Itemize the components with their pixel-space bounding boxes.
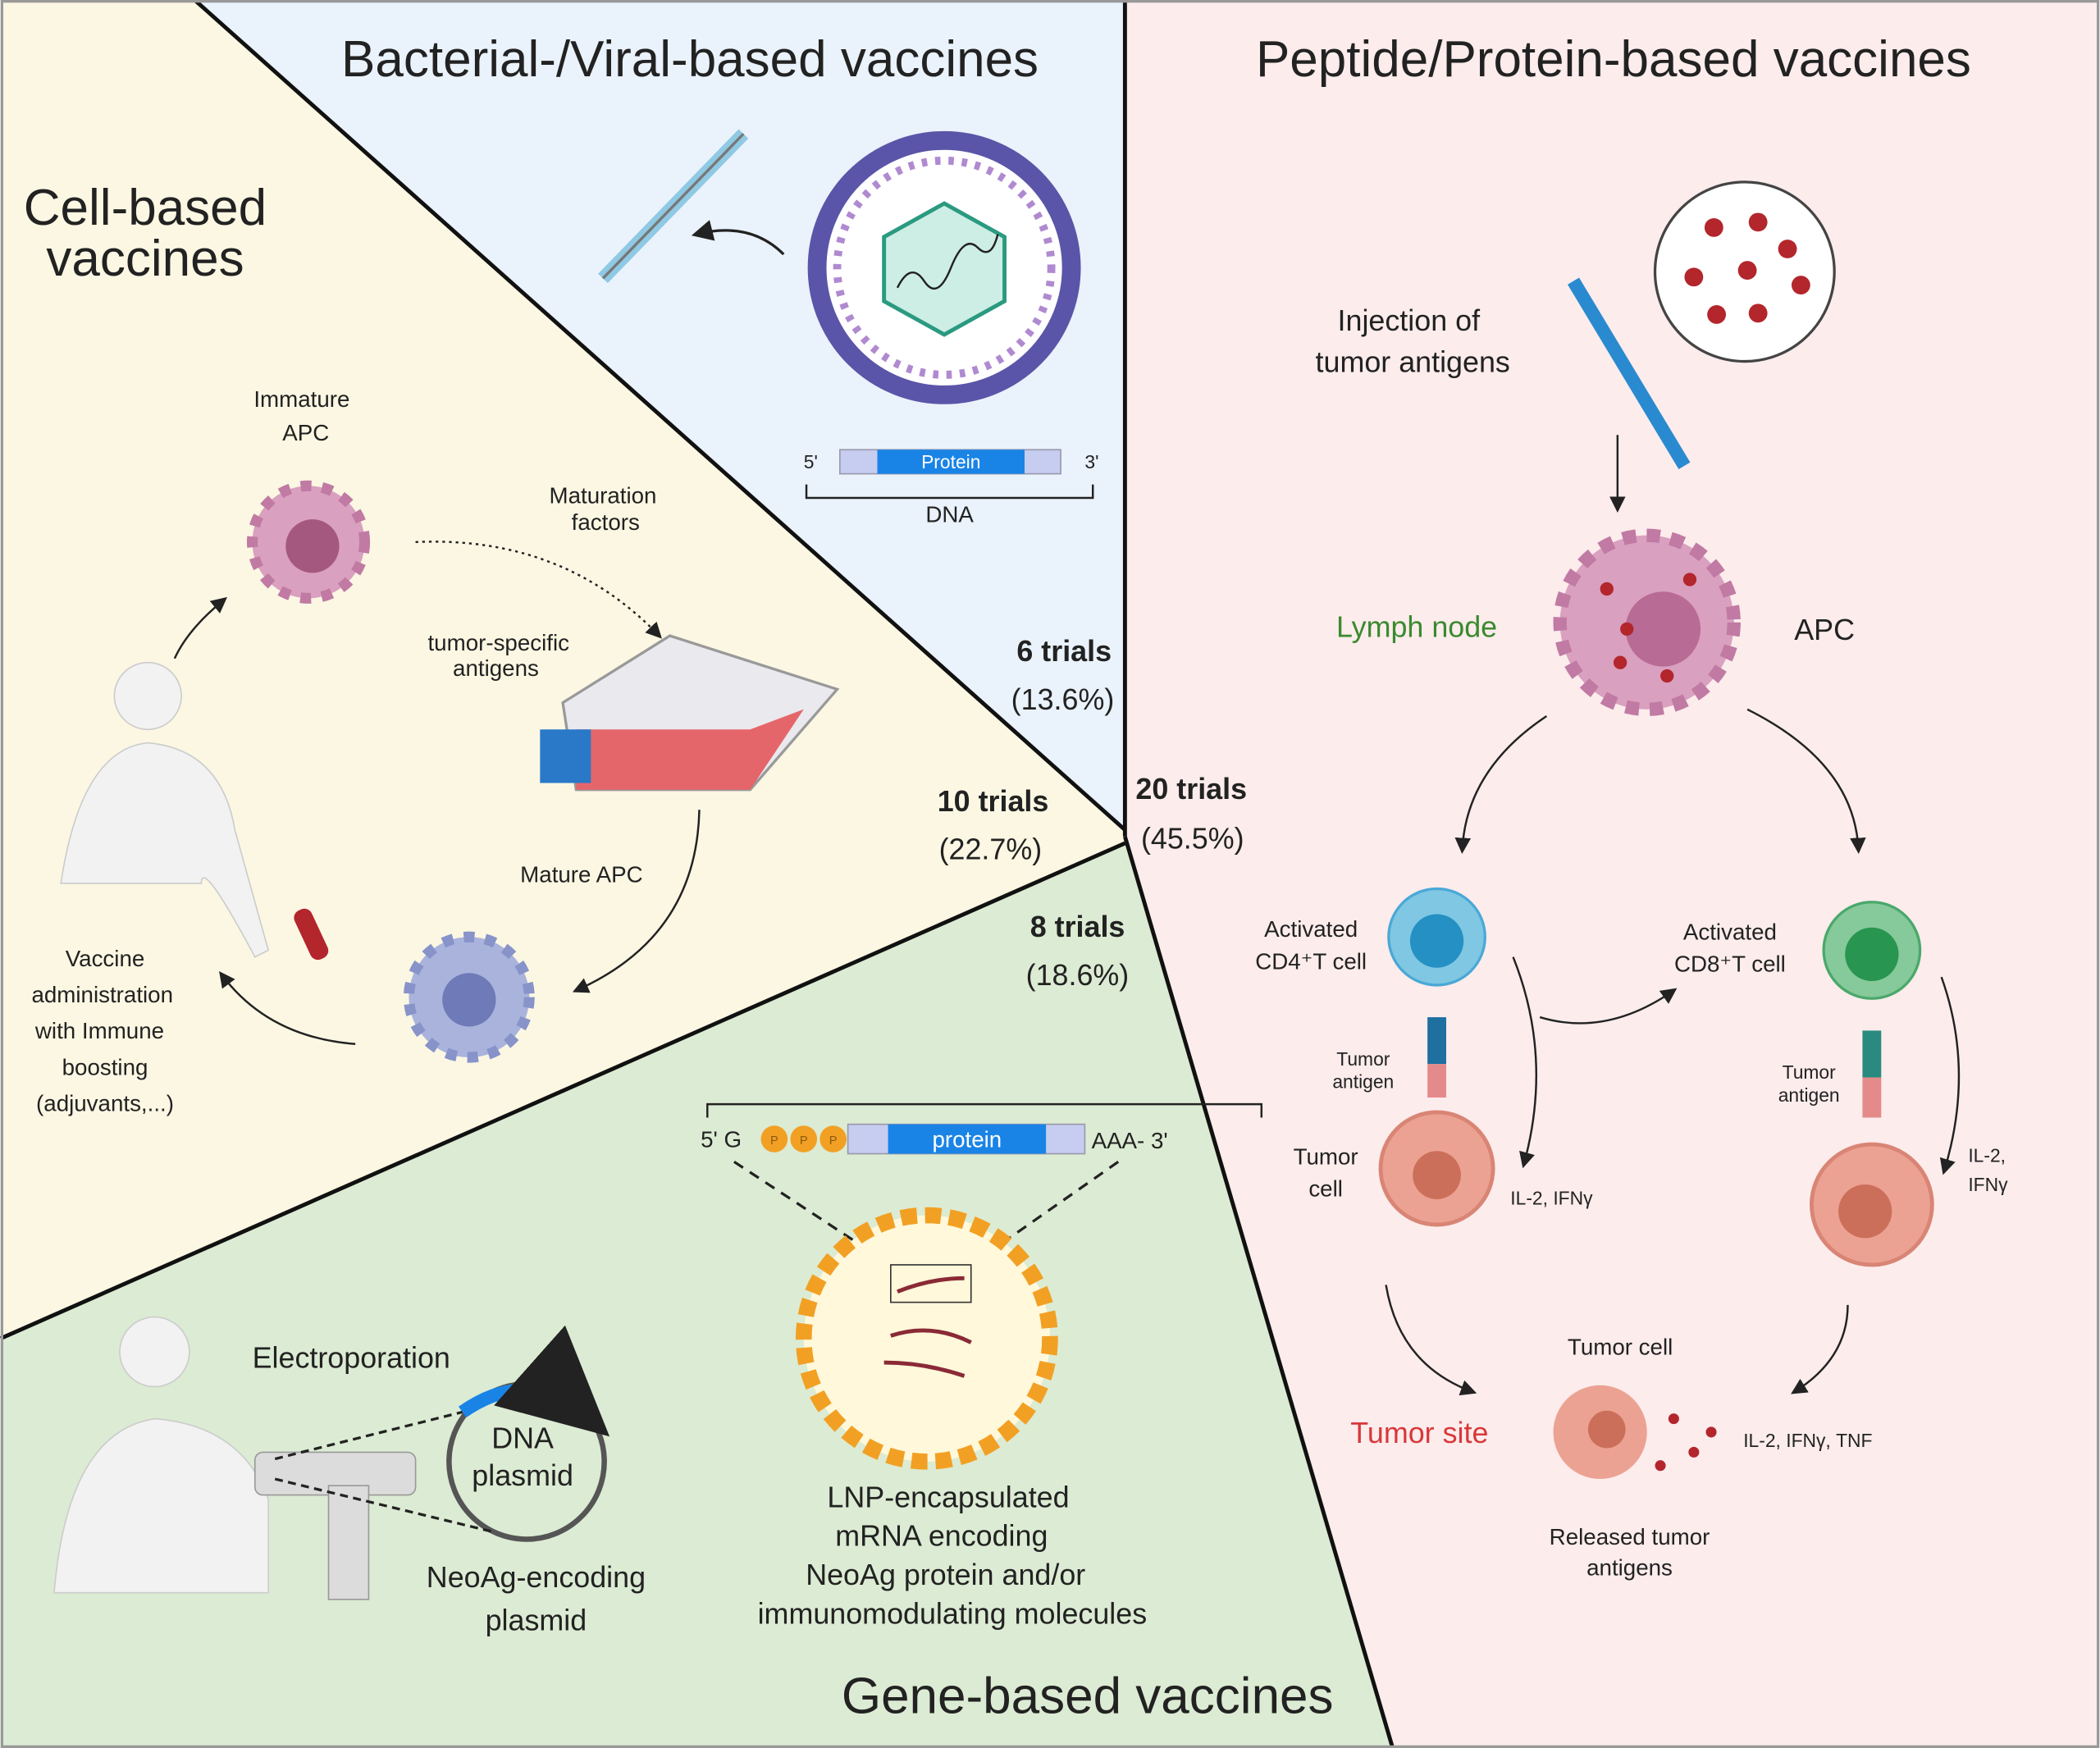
cd8-t-cell-icon bbox=[1822, 901, 1922, 1118]
region-dividers bbox=[0, 0, 1395, 1748]
bacterial-pct: (13.6%) bbox=[1011, 683, 1115, 716]
tumor-site-label: Tumor site bbox=[1350, 1417, 1488, 1449]
human-figure-icon bbox=[60, 661, 270, 958]
neoag-plasmid-label-2: plasmid bbox=[486, 1604, 587, 1636]
dna-plasmid-label: DNA bbox=[491, 1422, 554, 1454]
phosphate-label: P bbox=[770, 1134, 778, 1148]
admin-line: with Immune bbox=[34, 1018, 164, 1043]
cell-title-2: vaccines bbox=[46, 230, 244, 287]
protein-label: Protein bbox=[921, 451, 980, 472]
syringe-icon bbox=[1568, 277, 1691, 470]
peptide-region bbox=[1125, 0, 2100, 1748]
lnp-line: mRNA encoding bbox=[835, 1520, 1048, 1553]
immature-apc-label: Immature bbox=[253, 386, 349, 412]
bacterial-trials: 6 trials bbox=[1016, 635, 1112, 668]
il-tnf-label: IL-2, IFNγ, TNF bbox=[1743, 1430, 1872, 1451]
il-left-label: IL-2, IFNγ bbox=[1510, 1188, 1593, 1209]
lymph-node-label: Lymph node bbox=[1336, 611, 1497, 644]
gene-pct: (18.6%) bbox=[1026, 959, 1130, 992]
released-label: Released tumor bbox=[1550, 1524, 1710, 1549]
mature-apc-icon bbox=[403, 931, 535, 1063]
mrna-protein-label: protein bbox=[932, 1126, 1002, 1152]
cell-region bbox=[0, 0, 1125, 1339]
injection-label: Injection of bbox=[1338, 304, 1481, 337]
il-right-label-2: IFNγ bbox=[1968, 1174, 2008, 1195]
syringe-icon bbox=[598, 129, 749, 284]
apc-label: APC bbox=[1794, 614, 1855, 646]
dna-three-label: 3' bbox=[1084, 451, 1098, 472]
gene-title: Gene-based vaccines bbox=[842, 1668, 1334, 1725]
electroporation-label: Electroporation bbox=[253, 1342, 450, 1375]
tumor-specific-label: tumor-specific bbox=[427, 630, 569, 655]
admin-label: Vaccine administration with Immune boost… bbox=[31, 946, 174, 1116]
peptide-pct: (45.5%) bbox=[1141, 822, 1244, 855]
immature-apc-icon bbox=[246, 480, 371, 604]
apc-cell-icon bbox=[1553, 528, 1741, 716]
cd4-t-cell-icon bbox=[1387, 887, 1486, 1098]
immature-apc-label-2: APC bbox=[282, 420, 329, 445]
tumor-antigen-label-right-2: antigen bbox=[1778, 1084, 1840, 1106]
cd4-label-2: CD4⁺T cell bbox=[1255, 948, 1367, 974]
mature-apc-label: Mature APC bbox=[520, 861, 642, 887]
lnp-line: immunomodulating molecules bbox=[758, 1597, 1148, 1630]
virus-icon bbox=[807, 130, 1081, 404]
cd8-label: Activated bbox=[1683, 919, 1777, 944]
admin-line: (adjuvants,...) bbox=[36, 1090, 174, 1116]
tumor-antigen-label-right: Tumor bbox=[1783, 1061, 1837, 1083]
peptide-title: Peptide/Protein-based vaccines bbox=[1256, 31, 1971, 88]
dna-label: DNA bbox=[925, 501, 974, 527]
mrna-five-label: 5' G bbox=[701, 1126, 742, 1152]
cap-phosphates: P P P bbox=[760, 1125, 847, 1152]
dna-five-label: 5' bbox=[804, 451, 818, 472]
neoag-plasmid-label: NeoAg-encoding bbox=[427, 1561, 646, 1594]
phosphate-label: P bbox=[829, 1134, 838, 1148]
tumor-cell-top-label: Tumor cell bbox=[1568, 1334, 1673, 1359]
lnp-label: LNP-encapsulated mRNA encoding NeoAg pro… bbox=[758, 1481, 1148, 1630]
cell-title: Cell-based bbox=[24, 180, 267, 236]
tumor-cell-label: Tumor bbox=[1294, 1144, 1358, 1170]
admin-line: boosting bbox=[62, 1054, 148, 1079]
admin-line: Vaccine bbox=[66, 946, 145, 971]
maturation-label-2: factors bbox=[572, 509, 640, 535]
mrna-three-label: AAA- 3' bbox=[1092, 1128, 1168, 1153]
tumor-antigen-label-left-2: antigen bbox=[1332, 1071, 1394, 1093]
cd4-label: Activated bbox=[1264, 916, 1358, 942]
phosphate-label: P bbox=[800, 1134, 808, 1148]
lnp-line: LNP-encapsulated bbox=[827, 1481, 1069, 1513]
cd8-label-2: CD8⁺T cell bbox=[1674, 952, 1786, 977]
tumor-cell-label-2: cell bbox=[1308, 1176, 1343, 1202]
released-label-2: antigens bbox=[1586, 1555, 1673, 1581]
human-figure-icon bbox=[53, 1316, 269, 1594]
cell-trials: 10 trials bbox=[938, 785, 1049, 818]
tumor-antigen-label-left: Tumor bbox=[1336, 1048, 1390, 1070]
injection-label-2: tumor antigens bbox=[1316, 346, 1510, 379]
culture-flask-icon bbox=[540, 634, 840, 792]
maturation-label: Maturation bbox=[550, 483, 657, 509]
dna-plasmid-label-2: plasmid bbox=[472, 1459, 573, 1492]
cell-pct: (22.7%) bbox=[939, 833, 1043, 866]
il-right-label: IL-2, bbox=[1968, 1144, 2006, 1166]
tumor-specific-label-2: antigens bbox=[453, 655, 539, 681]
peptide-trials: 20 trials bbox=[1135, 773, 1247, 806]
blood-tube-icon bbox=[294, 908, 329, 961]
lnp-icon bbox=[795, 1207, 1058, 1470]
admin-line: administration bbox=[31, 982, 173, 1007]
lnp-line: NeoAg protein and/or bbox=[806, 1559, 1085, 1591]
gene-trials: 8 trials bbox=[1030, 911, 1125, 943]
bacterial-title: Bacterial-/Viral-based vaccines bbox=[341, 31, 1039, 88]
lysed-tumor-icon bbox=[1553, 1385, 1717, 1480]
